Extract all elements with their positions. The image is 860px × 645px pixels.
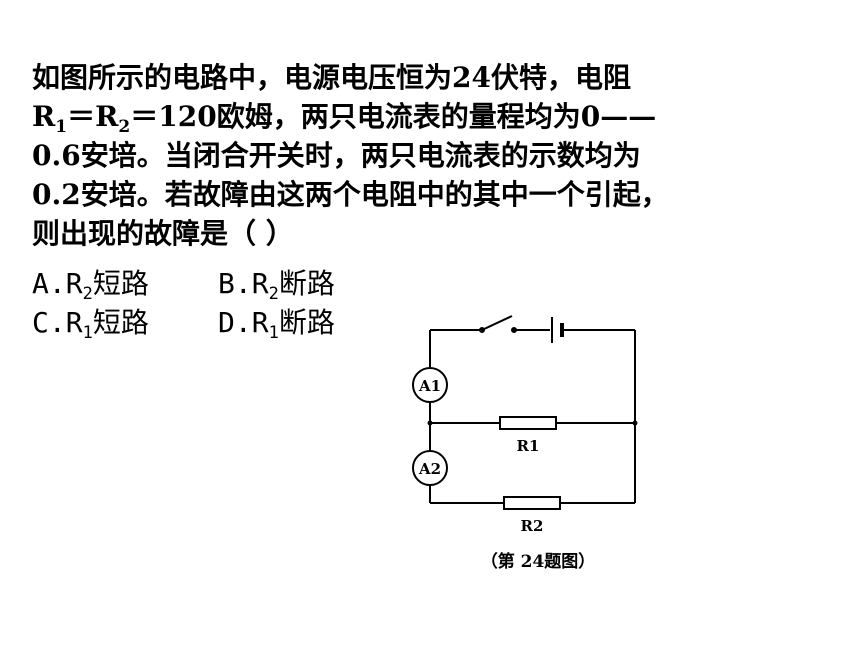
ammeter-a2-label: A2	[418, 460, 441, 478]
options-row-1: A.R2短路 B.R2断路	[32, 264, 335, 303]
resistor-r2-label: R2	[521, 517, 544, 535]
option-b[interactable]: B.R2断路	[218, 267, 335, 304]
question-line-5: 则出现的故障是（ ）	[32, 217, 294, 250]
resistor-r2	[503, 496, 561, 510]
question-line-2: R1＝R2＝120欧姆，两只电流表的量程均为0——	[32, 97, 832, 136]
junction-dot	[427, 420, 433, 426]
question-line-1: 如图所示的电路中，电源电压恒为24伏特，电阻	[32, 61, 631, 94]
options-row-2: C.R1短路 D.R1断路	[32, 303, 335, 342]
question-line-4: 0.2安培。若故障由这两个电阻中的其中一个引起，	[32, 178, 669, 211]
r1-subscript: 1	[55, 117, 68, 137]
question-line-2-rest: ＝120欧姆，两只电流表的量程均为0——	[130, 100, 657, 133]
resistor-r1	[499, 416, 557, 430]
ammeter-a1-label: A1	[418, 377, 441, 395]
question-line-3: 0.6安培。当闭合开关时，两只电流表的示数均为	[32, 139, 641, 172]
resistor-r1-label: R1	[517, 437, 540, 455]
switch-icon	[481, 315, 513, 331]
equals-sign: ＝	[67, 100, 96, 133]
answer-options: A.R2短路 B.R2断路 C.R1短路 D.R1断路	[32, 264, 335, 342]
figure-caption: （第 24题图）	[481, 551, 596, 572]
r1-symbol: R	[32, 100, 56, 133]
r2-symbol: R	[95, 100, 119, 133]
r2-subscript: 2	[118, 117, 131, 137]
option-d[interactable]: D.R1断路	[218, 306, 335, 343]
circuit-diagram: A1 A2 R1 R2 （第 24题图）	[412, 315, 638, 572]
option-c[interactable]: C.R1短路	[32, 306, 149, 343]
option-a[interactable]: A.R2短路	[32, 267, 149, 304]
junction-dot	[632, 420, 638, 426]
question-text: 如图所示的电路中，电源电压恒为24伏特，电阻 R1＝R2＝120欧姆，两只电流表…	[32, 58, 832, 253]
